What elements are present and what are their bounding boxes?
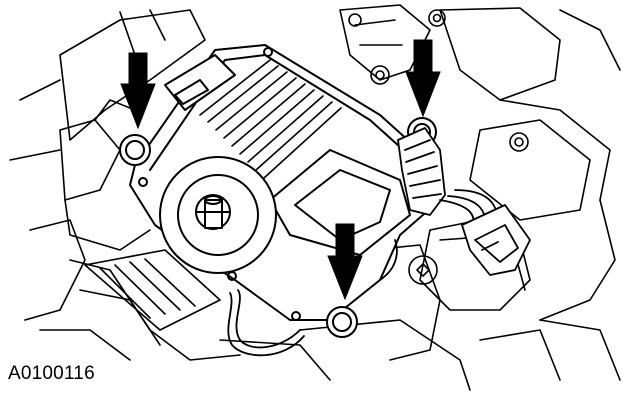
bolt-left	[119, 134, 151, 166]
figure-reference-code: A0100116	[8, 363, 95, 384]
electrical-connector	[227, 127, 531, 357]
arrow-down-icon	[120, 52, 156, 130]
arrow-down-icon	[405, 39, 441, 118]
bolt-center	[326, 306, 358, 338]
arrow-down-icon	[327, 223, 363, 301]
callout-arrows	[120, 39, 441, 301]
actuator-module	[129, 44, 441, 321]
background-components	[9, 4, 621, 391]
